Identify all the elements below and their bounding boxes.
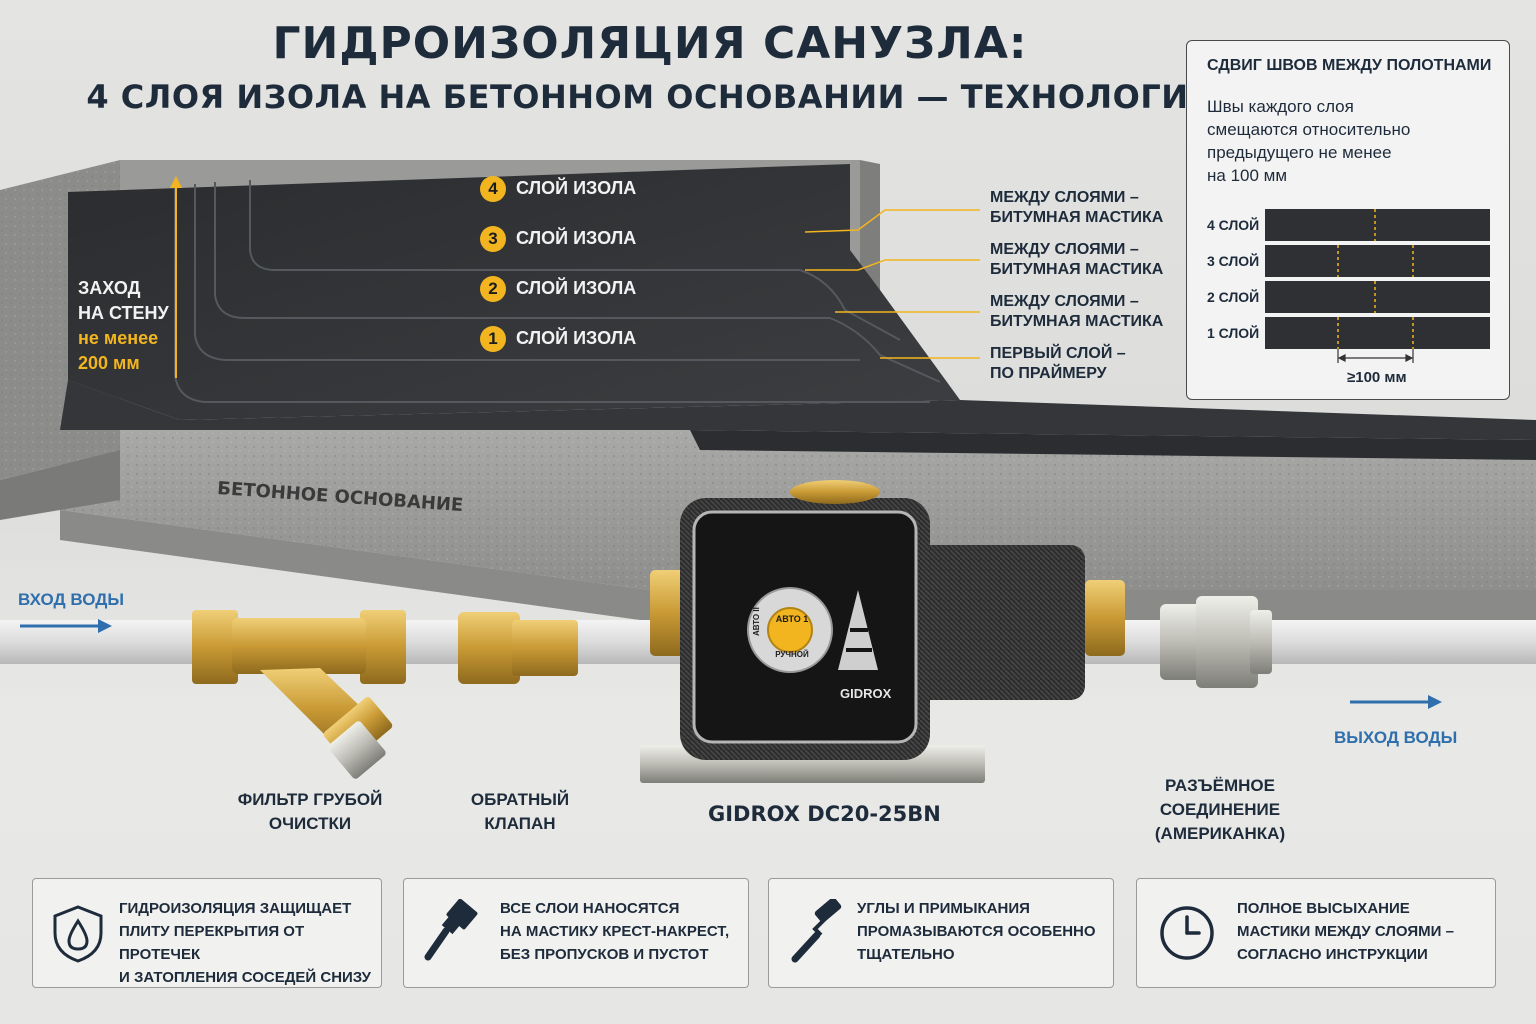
check-valve (458, 612, 578, 684)
info-card-drying: ПОЛНОЕ ВЫСЫХАНИЕ МАСТИКИ МЕЖДУ СЛОЯМИ – … (1136, 878, 1496, 988)
callout-mastic-1: МЕЖДУ СЛОЯМИ –БИТУМНАЯ МАСТИКА (990, 189, 1164, 226)
seam-row-1 (1265, 317, 1490, 349)
seam-panel-text: Швы каждого слоя смещаются относительно … (1207, 97, 1411, 185)
pump-brand-logo: GIDROX (840, 686, 892, 701)
layer-3-number: 3 (480, 226, 506, 252)
info-card-crosswise: ВСЕ СЛОИ НАНОСЯТСЯ НА МАСТИКУ КРЕСТ-НАКР… (403, 878, 749, 988)
water-inlet-label: ВХОД ВОДЫ (18, 590, 124, 609)
clock-icon (1160, 906, 1214, 960)
seam-row-1-label: 1 СЛОЙ (1207, 325, 1260, 341)
outlet-arrow (1350, 695, 1442, 709)
layer-1-number: 1 (480, 326, 506, 352)
seam-panel-title: СДВИГ ШВОВ МЕЖДУ ПОЛОТНАМИ (1207, 57, 1492, 74)
wall-overlap-label: ЗАХОД НА СТЕНУ не менее 200 мм (78, 278, 169, 373)
title-line-1: ГИДРОИЗОЛЯЦИЯ САНУЗЛА: (272, 18, 1028, 69)
water-outlet-label: ВЫХОД ВОДЫ (1334, 728, 1458, 747)
seam-row-3-label: 3 СЛОЙ (1207, 253, 1260, 269)
seam-row-2-label: 2 СЛОЙ (1207, 289, 1260, 305)
pump-mode-auto1[interactable]: АВТО 1 (775, 614, 809, 624)
pump-model-label: GIDROX DC20-25BN (708, 802, 941, 826)
callout-mastic-3: МЕЖДУ СЛОЯМИ –БИТУМНАЯ МАСТИКА (990, 293, 1164, 330)
pump-mode-manual[interactable]: РУЧНОЙ (775, 650, 809, 659)
union-label: РАЗЪЁМНОЕ СОЕДИНЕНИЕ (АМЕРИКАНКА) (1154, 776, 1286, 843)
callout-primer: ПЕРВЫЙ СЛОЙ –ПО ПРАЙМЕРУ (990, 345, 1126, 382)
seam-row-4 (1265, 209, 1490, 241)
title-line-2: 4 СЛОЯ ИЗОЛА НА БЕТОННОМ ОСНОВАНИИ — ТЕХ… (86, 78, 1214, 116)
waterproofing-section-illustration (0, 160, 1536, 620)
seam-row-4-label: 4 СЛОЙ (1207, 217, 1260, 233)
pump-pipeline-illustration (0, 480, 1536, 783)
seam-offset-panel: СДВИГ ШВОВ МЕЖДУ ПОЛОТНАМИ Швы каждого с… (1186, 40, 1510, 400)
seam-offset-diagram (1265, 209, 1490, 363)
pump-mode-auto2[interactable]: АВТО II (752, 607, 761, 636)
seam-dimension-line (1337, 349, 1414, 363)
shield-drop-icon (53, 905, 103, 963)
layer-2-number: 2 (480, 276, 506, 302)
callout-leaders (804, 209, 980, 359)
seam-row-3 (1265, 245, 1490, 277)
pump-body (640, 480, 1125, 783)
seam-row-2 (1265, 281, 1490, 313)
brush-icon (424, 899, 478, 961)
union-fitting (1160, 596, 1272, 688)
roller-icon (791, 899, 842, 963)
inlet-arrow (20, 619, 112, 633)
info-card-corners: УГЛЫ И ПРИМЫКАНИЯ ПРОМАЗЫВАЮТСЯ ОСОБЕННО… (768, 878, 1114, 988)
membrane-layers (60, 164, 1536, 460)
callout-mastic-2: МЕЖДУ СЛОЯМИ –БИТУМНАЯ МАСТИКА (990, 241, 1164, 278)
coarse-filter (192, 610, 406, 779)
info-card-protection: ГИДРОИЗОЛЯЦИЯ ЗАЩИЩАЕТ ПЛИТУ ПЕРЕКРЫТИЯ … (32, 878, 382, 988)
layer-4-number: 4 (480, 176, 506, 202)
seam-dimension-label: ≥100 мм (1347, 369, 1407, 386)
